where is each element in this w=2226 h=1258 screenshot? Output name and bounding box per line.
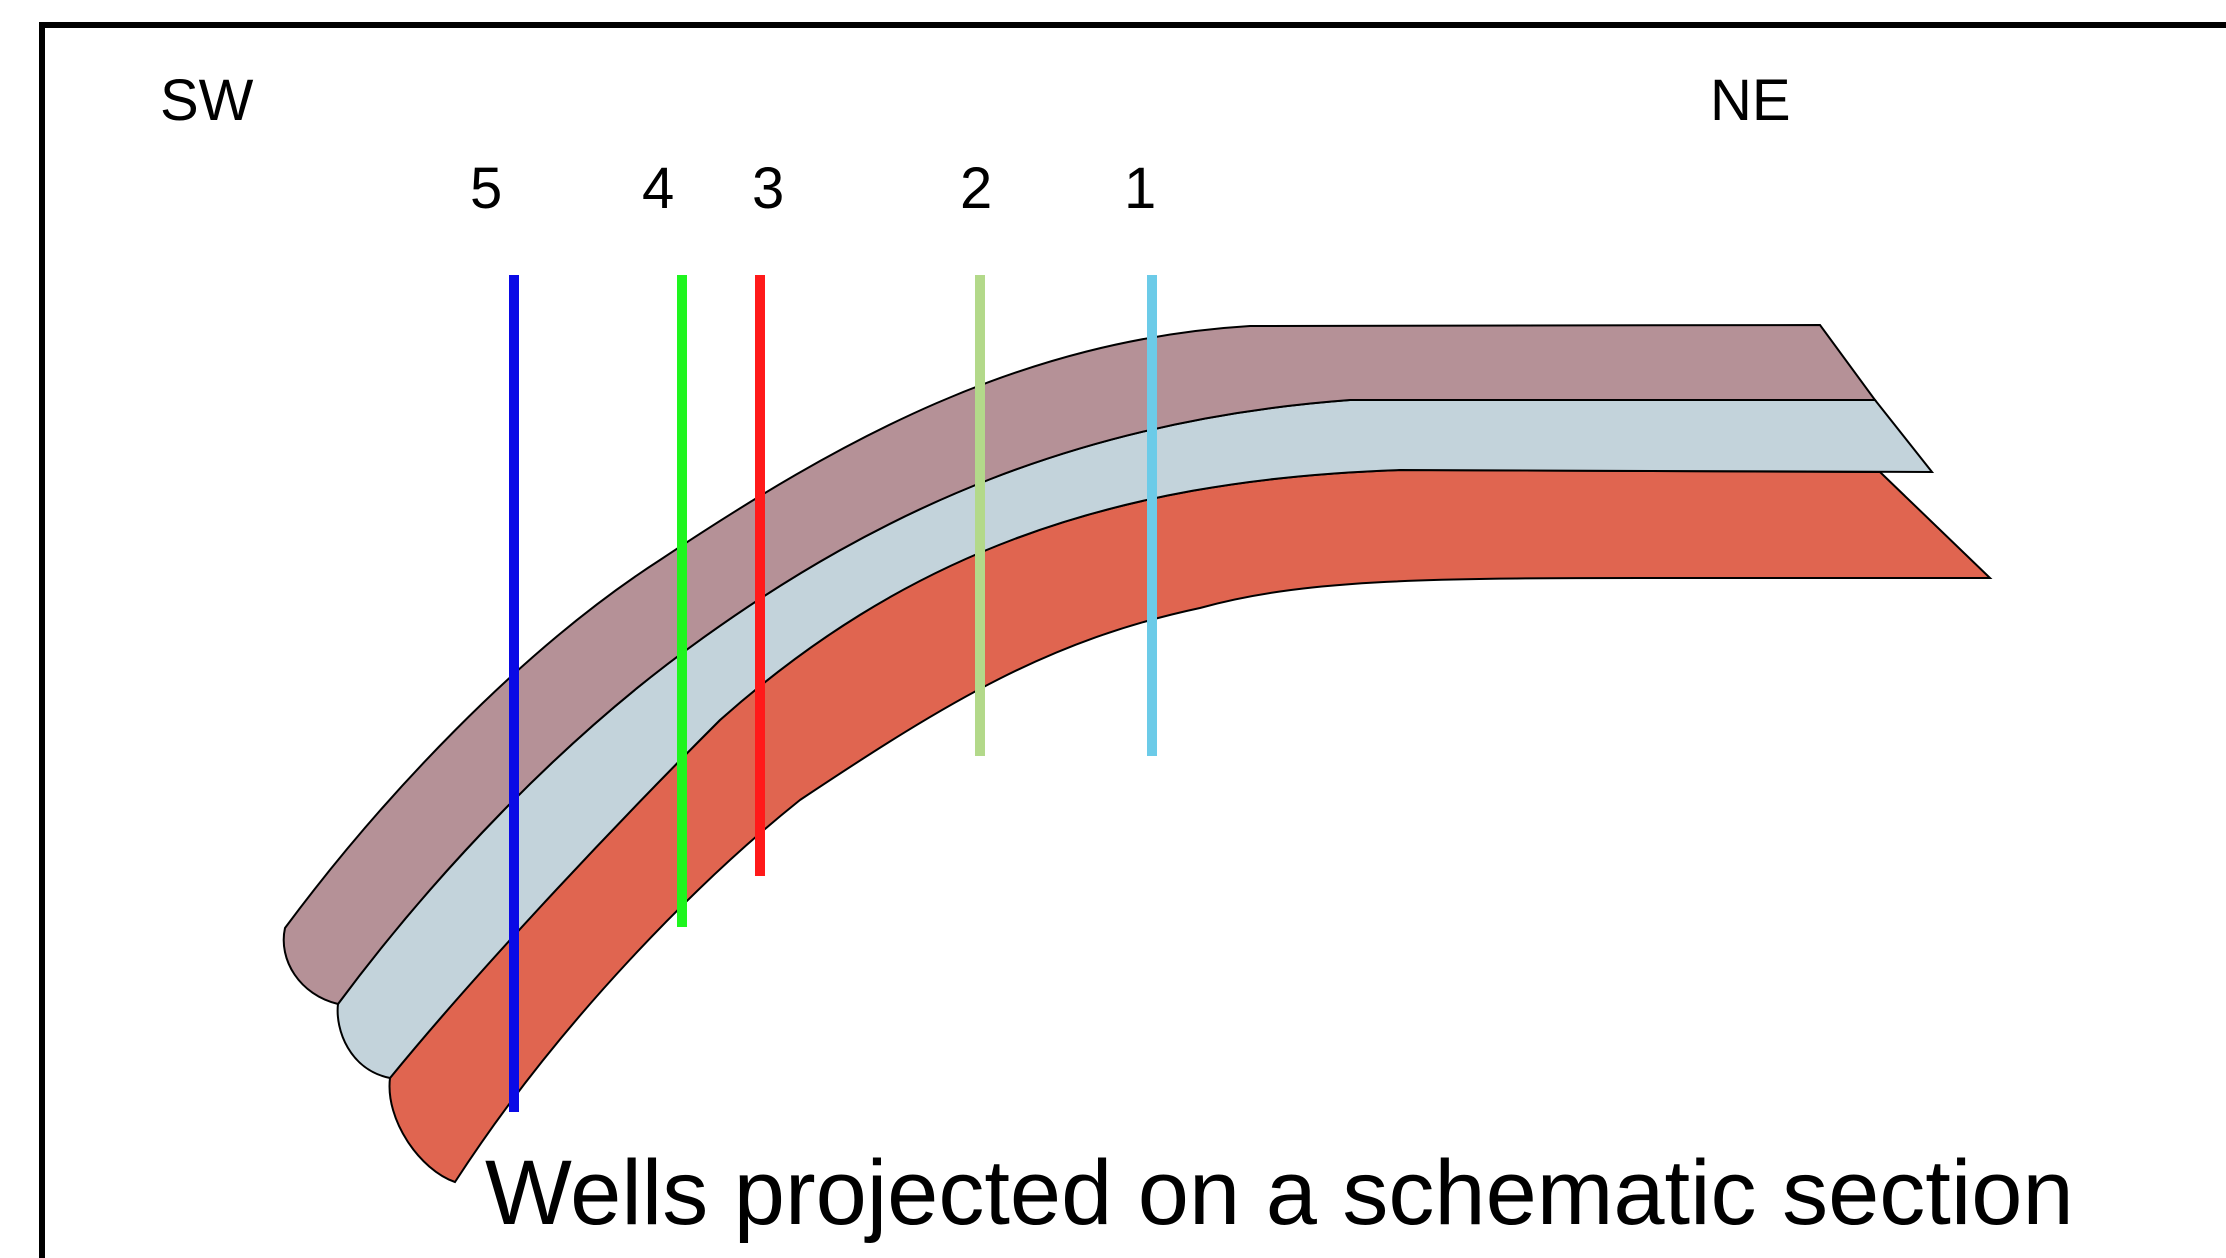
upper-layer: [282, 323, 1877, 1006]
well-label-2: 2: [960, 156, 992, 221]
well-label-5: 5: [470, 156, 502, 221]
diagram-caption: Wells projected on a schematic section: [485, 1142, 2074, 1244]
frame-border: [39, 22, 2226, 1258]
well-label-4: 4: [642, 156, 674, 221]
direction-label-ne: NE: [1710, 68, 1791, 133]
well-label-3: 3: [752, 156, 784, 221]
direction-label-sw: SW: [160, 68, 254, 133]
lower-layer: [388, 468, 1993, 1184]
well-label-1: 1: [1124, 156, 1156, 221]
